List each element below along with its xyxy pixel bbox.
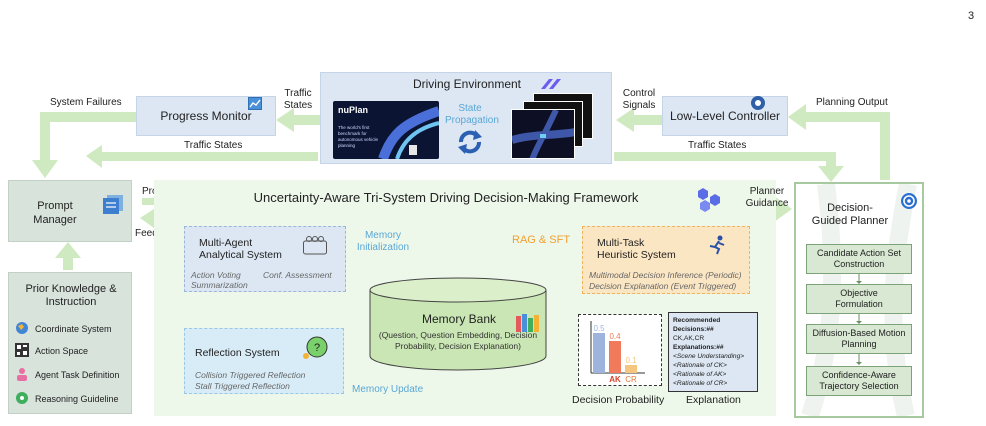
explanation-line: <Rationale of CR>: [673, 380, 728, 387]
prior-item-agent-task-definition: Agent Task Definition: [35, 370, 120, 380]
explanation-line: Decisions:##: [673, 326, 714, 333]
multi-agent-item-summarization: Summarization: [191, 280, 248, 290]
control-signals-label: Control Signals: [622, 88, 656, 111]
books-icon: [516, 314, 539, 332]
reflection-box: Reflection System ? Collision Triggered …: [184, 328, 344, 394]
explanation-line: <Scene Understanding>: [673, 353, 745, 360]
sim-frame-road: [512, 110, 574, 158]
decision-probability-label: Decision Probability: [572, 394, 665, 406]
multi-agent-item-conf-assessment: Conf. Assessment: [263, 270, 332, 280]
chart-category-label: CR: [625, 375, 637, 384]
driving-environment-panel: Driving Environment nuPlan The world's f…: [320, 72, 612, 164]
meeting-icon: [303, 236, 327, 255]
planning-output-label: Planning Output: [816, 97, 888, 108]
low-level-controller-box: Low-Level Controller: [662, 96, 788, 136]
nuplan-road-graphic: [378, 106, 439, 159]
planner-step-arrows: [856, 274, 862, 365]
reflection-title: Reflection System: [195, 347, 280, 359]
refresh-icon: [458, 130, 482, 154]
prior-knowledge-title: Prior Knowledge & Instruction: [25, 283, 117, 308]
planner-step-confidence: Confidence-Aware Trajectory Selection: [806, 366, 912, 396]
chart-monitor-icon: [248, 97, 262, 110]
multi-agent-box: Multi-Agent Analytical System Action Vot…: [184, 226, 346, 292]
driving-env-logo-icon: [541, 79, 561, 89]
prior-knowledge-box: Prior Knowledge & Instruction Coordinate…: [8, 272, 132, 414]
reflection-item-stall: Stall Triggered Reflection: [195, 381, 290, 391]
low-level-controller-title: Low-Level Controller: [669, 109, 781, 123]
planner-step-candidate-label: Candidate Action Set Construction: [816, 248, 902, 269]
prompt-manager-box: Prompt Manager: [8, 180, 132, 242]
chart-bar: [593, 333, 605, 373]
memory-bank-title: Memory Bank: [421, 312, 497, 326]
steering-wheel-icon: [901, 193, 917, 209]
question-bubble-icon: ?: [303, 336, 328, 359]
chart-category-label: AK: [609, 375, 621, 384]
nuplan-caption: The world's first benchmark for autonomo…: [338, 125, 379, 148]
driving-environment-title: Driving Environment: [412, 77, 522, 91]
multi-task-title: Multi-Task Heuristic System: [597, 237, 676, 261]
rag-sft-label: RAG & SFT: [512, 234, 571, 246]
progress-monitor-title: Progress Monitor: [160, 109, 252, 123]
nuplan-logo: nuPlan: [338, 105, 369, 115]
framework-title: Uncertainty-Aware Tri-System Driving Dec…: [253, 190, 639, 205]
planner-panel: Decision-Guided Planner Candidate Action…: [794, 182, 924, 418]
memory-initialization-label: Memory Initialization: [356, 230, 410, 253]
chart-data-label: 0.1: [625, 356, 637, 365]
running-person-icon: [709, 235, 725, 255]
explanation-line: Recommended: [673, 317, 721, 324]
system-failures-label: System Failures: [50, 97, 122, 108]
memory-bank-details: (Question, Question Embedding, Decision …: [378, 330, 538, 351]
multi-task-item-inference: Multimodal Decision Inference (Periodic): [589, 270, 742, 280]
grid-icon: [15, 343, 29, 357]
prompt-manager-title: Prompt Manager: [33, 200, 77, 226]
explanation-line: <Rationale of AK>: [673, 371, 727, 378]
brain-icon: [16, 392, 28, 404]
reflection-item-collision: Collision Triggered Reflection: [195, 370, 306, 380]
prior-item-action-space: Action Space: [35, 346, 89, 356]
nuplan-card: nuPlan The world's first benchmark for a…: [333, 101, 439, 159]
memory-bank-cylinder: [369, 277, 547, 371]
chart-data-label: 0.5: [593, 324, 605, 333]
planner-step-confidence-label: Confidence-Aware Trajectory Selection: [819, 370, 899, 391]
multi-agent-title: Multi-Agent Analytical System: [199, 237, 282, 261]
memory-update-label: Memory Update: [352, 384, 424, 395]
sim-frame-1: [511, 109, 575, 159]
planner-step-objective-label: Objective Formulation: [835, 288, 883, 309]
planner-title: Decision-Guided Planner: [811, 202, 889, 227]
planner-step-diffusion-label: Diffusion-Based Motion Planning: [812, 328, 906, 349]
multi-task-item-explanation: Decision Explanation (Event Triggered): [589, 281, 737, 291]
prior-item-reasoning-guideline: Reasoning Guideline: [35, 394, 119, 404]
planner-guidance-label: Planner Guidance: [745, 186, 789, 209]
explanation-label: Explanation: [686, 394, 741, 406]
shield-icon: [751, 96, 765, 110]
state-propagation-label: State Propagation: [445, 103, 499, 126]
page-number: 3: [968, 10, 975, 22]
svg-text:?: ?: [314, 342, 320, 354]
chart-bar: [625, 365, 637, 373]
prior-item-coordinate-system: Coordinate System: [35, 324, 112, 334]
document-stack-icon: [103, 195, 123, 214]
planner-step-objective: Objective Formulation: [806, 284, 912, 314]
person-icon: [17, 368, 27, 381]
multi-agent-item-action-voting: Action Voting: [191, 270, 241, 280]
globe-icon: [16, 322, 28, 334]
planner-step-candidate: Candidate Action Set Construction: [806, 244, 912, 274]
traffic-states-left-label: Traffic States: [184, 140, 243, 151]
chart-bar: [609, 341, 621, 373]
chart-data-label: 0.4: [609, 332, 621, 341]
hexagon-cluster-icon: [698, 188, 720, 212]
decision-probability-chart: 0.5 0.4AK 0.1CR: [590, 321, 645, 384]
explanation-line: <Rationale of CK>: [673, 362, 727, 369]
multi-task-box: Multi-Task Heuristic System Multimodal D…: [582, 226, 750, 294]
explanation-line: CK,AK,CR: [673, 335, 705, 342]
planner-step-diffusion: Diffusion-Based Motion Planning: [806, 324, 912, 354]
traffic-states-right-label: Traffic States: [688, 140, 747, 151]
explanation-line: Explanations:##: [673, 344, 724, 351]
traffic-states-top-label: Traffic States: [283, 88, 313, 111]
